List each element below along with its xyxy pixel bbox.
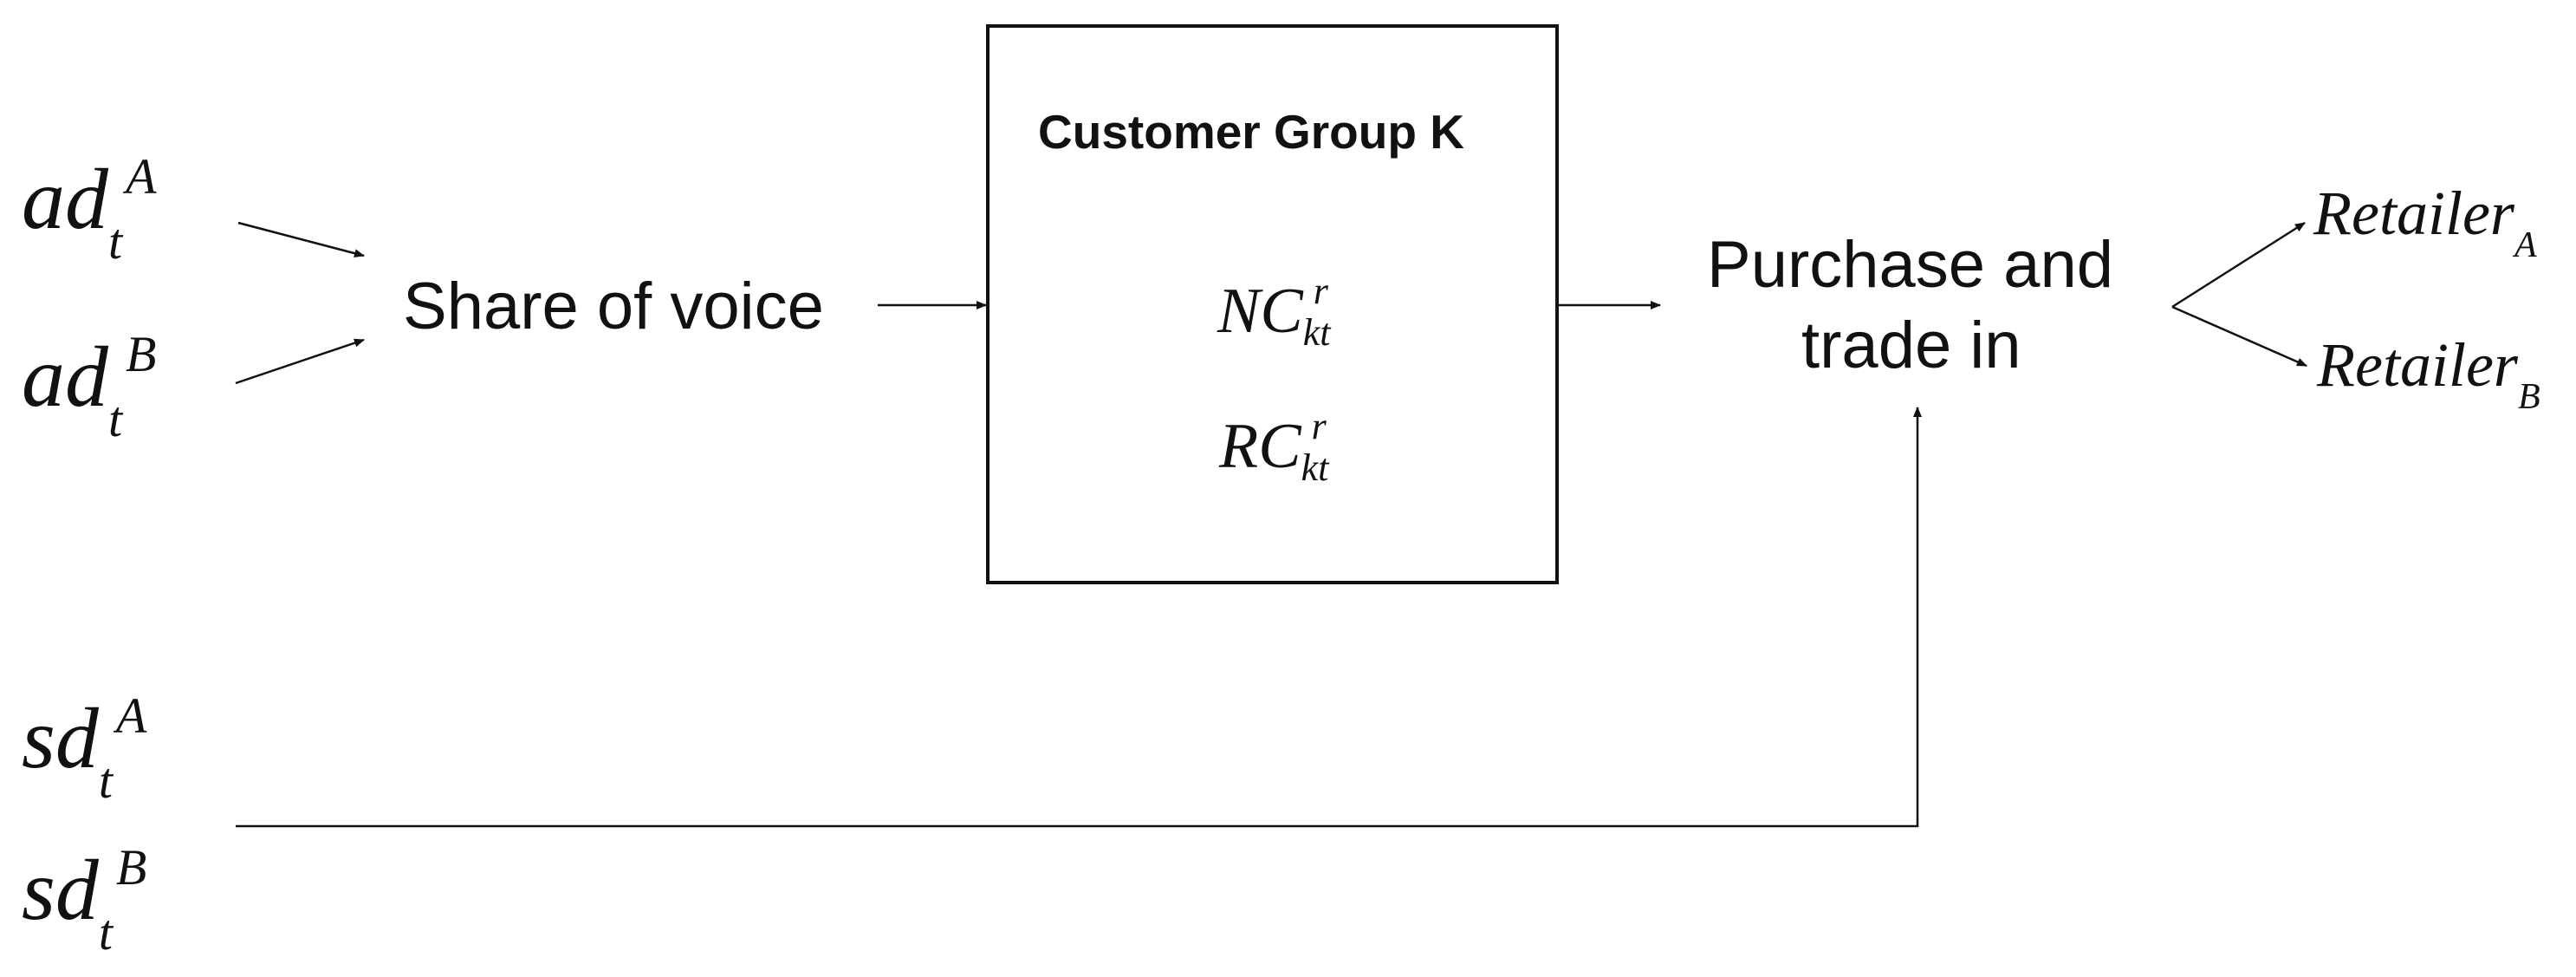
ad-a-base: ad — [22, 151, 108, 247]
share-of-voice-label: Share of voice — [403, 270, 824, 343]
customer-group-title: Customer Group K — [1038, 105, 1464, 159]
arrow-purchase-to-retailer-a — [2171, 221, 2306, 309]
rc-base: RC — [1219, 411, 1301, 482]
retailer-b-label: RetailerB — [2317, 334, 2540, 415]
purchase-label-line1: Purchase and — [1707, 228, 2113, 302]
ad-b-sub: t — [108, 391, 123, 447]
retailer-a-base: Retailer — [2313, 179, 2514, 248]
sd-b-base: sd — [22, 842, 99, 938]
retailer-b-base: Retailer — [2317, 330, 2518, 400]
rc-sub: kt — [1301, 446, 1329, 489]
nc-sub: kt — [1302, 311, 1331, 354]
retailer-b-sub: B — [2517, 377, 2540, 417]
nc-sup: r — [1313, 270, 1328, 312]
sd-b-sub: t — [98, 904, 114, 961]
retailer-a-sub: A — [2514, 225, 2537, 265]
ad-a-sub: t — [108, 213, 123, 270]
retailer-a-label: RetailerA — [2313, 182, 2537, 264]
rc-sup: r — [1311, 405, 1327, 447]
nc-base: NC — [1217, 276, 1303, 347]
sd-a-base: sd — [22, 690, 99, 786]
ad-a-sup: A — [126, 148, 157, 205]
sd-b-sup: B — [115, 839, 147, 896]
ad-b-base: ad — [22, 329, 108, 425]
purchase-label-line2: trade in — [1801, 309, 2021, 382]
sd-a-sup: A — [115, 687, 147, 744]
arrow-purchase-to-retailer-b — [2171, 305, 2307, 368]
ad-b-sup: B — [126, 326, 157, 382]
arrow-ad-b-to-share — [235, 338, 365, 385]
arrow-ad-a-to-share — [237, 221, 365, 258]
sd-a-sub: t — [98, 752, 114, 809]
arrow-sd-to-purchase — [236, 407, 1922, 828]
